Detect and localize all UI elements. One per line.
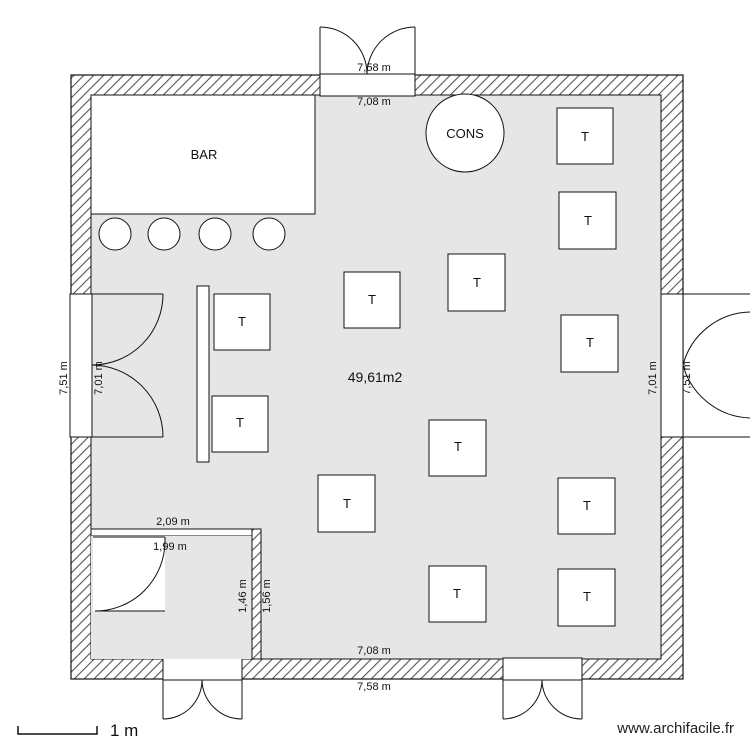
dim-top-outer: 7,58 m — [357, 62, 391, 74]
scale-label: 1 m — [110, 721, 138, 740]
table: T — [343, 271, 401, 329]
bar-label: BAR — [191, 147, 218, 162]
area-label: 49,61m2 — [348, 369, 403, 385]
right-double-door — [682, 293, 750, 438]
table-label: T — [343, 496, 351, 511]
table: T — [557, 568, 616, 627]
dim-room-inner-width: 1,99 m — [153, 541, 187, 553]
table-label: T — [581, 129, 589, 144]
bar-stool — [147, 217, 181, 251]
table: T — [211, 395, 269, 453]
dim-room-outer-height: 1,56 m — [261, 579, 273, 613]
dim-bottom-outer: 7,58 m — [357, 681, 391, 693]
table-label: T — [453, 586, 461, 601]
dim-top-inner: 7,08 m — [357, 96, 391, 108]
watermark-text: www.archifacile.fr — [616, 720, 734, 737]
tables: T T T T T T T T T T T T — [211, 107, 619, 627]
table-label: T — [473, 275, 481, 290]
bar-counter: BAR — [90, 94, 316, 215]
storage-room — [90, 528, 262, 660]
scale-bar: 1 m — [17, 721, 138, 740]
dim-room-inner-height: 1,46 m — [237, 579, 249, 613]
bar-stool — [252, 217, 286, 251]
bottom-right-double-door — [502, 679, 583, 720]
dim-left-inner: 7,01 m — [93, 361, 105, 395]
dim-bottom-inner: 7,08 m — [357, 645, 391, 657]
table-label: T — [368, 292, 376, 307]
table-label: T — [583, 498, 591, 513]
shelf-bar — [196, 285, 210, 463]
top-double-door — [319, 26, 416, 75]
table-label: T — [238, 314, 246, 329]
bar-stools — [98, 217, 286, 251]
dim-left-outer: 7,51 m — [58, 361, 70, 395]
table: T — [447, 253, 506, 312]
table-label: T — [586, 335, 594, 350]
table: T — [213, 293, 271, 351]
table: T — [560, 314, 619, 373]
table: T — [556, 107, 614, 165]
table: T — [558, 191, 617, 250]
table-label: T — [454, 439, 462, 454]
table-label: T — [584, 213, 592, 228]
dim-room-outer-width: 2,09 m — [156, 516, 190, 528]
bar-stool — [198, 217, 232, 251]
dim-right-outer: 7,51 m — [681, 361, 693, 395]
table: T — [428, 419, 487, 477]
dimension-labels: 7,58 m 7,08 m 7,08 m 7,58 m 7,51 m 7,01 … — [58, 62, 693, 693]
bottom-left-double-door — [162, 679, 243, 720]
console-round: CONS — [425, 93, 505, 173]
left-double-door — [91, 293, 164, 438]
table: T — [317, 474, 376, 533]
bar-stool — [98, 217, 132, 251]
table-label: T — [236, 415, 244, 430]
cons-label: CONS — [446, 126, 484, 141]
table: T — [557, 477, 616, 535]
dim-right-inner: 7,01 m — [647, 361, 659, 395]
table-label: T — [583, 589, 591, 604]
table: T — [428, 565, 487, 623]
